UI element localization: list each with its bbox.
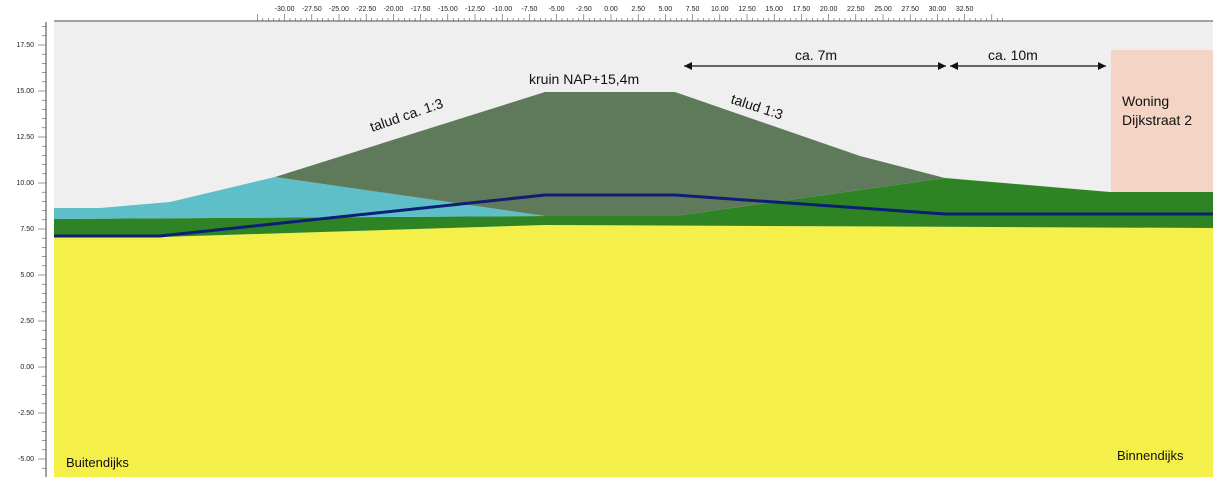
distance-arrow-10m: [950, 62, 1106, 70]
y-tick-label: 17.50: [16, 42, 34, 49]
x-tick-label: 15.00: [765, 6, 783, 13]
x-tick-label: 32.50: [956, 6, 974, 13]
x-tick-label: 12.50: [738, 6, 756, 13]
x-tick-label: -7.50: [521, 6, 537, 13]
x-tick-label: 10.00: [711, 6, 729, 13]
x-tick-label: 0.00: [604, 6, 618, 13]
y-tick-label: 10.00: [16, 180, 34, 187]
x-tick-label: 20.00: [820, 6, 838, 13]
x-tick-label: -25.00: [329, 6, 349, 13]
x-axis-ruler: -30.00 -27.50 -25.00 -22.50 -20.00 -17.50 -15.…: [54, 6, 1213, 22]
phreatic-line: [54, 193, 1213, 238]
x-tick-label: -20.00: [383, 6, 403, 13]
y-tick-label: 0.00: [20, 364, 34, 371]
y-tick-label: -5.00: [18, 456, 34, 463]
y-tick-label: 7.50: [20, 226, 34, 233]
y-tick-label: 12.50: [16, 134, 34, 141]
x-tick-label: -22.50: [356, 6, 376, 13]
y-axis-ruler: 17.50 15.00 12.50 10.00 7.50 5.00 2.50 0.00 -2.5…: [16, 22, 47, 477]
y-tick-label: 5.00: [20, 272, 34, 279]
house-woning: [1111, 50, 1213, 192]
house-label-line1: Woning: [1122, 93, 1169, 109]
x-tick-label: -15.00: [438, 6, 458, 13]
clay-layer: [54, 178, 1213, 237]
x-tick-label: 5.00: [659, 6, 673, 13]
inside-dike-label: Binnendijks: [1117, 448, 1184, 463]
x-tick-label: 27.50: [901, 6, 919, 13]
x-tick-label: 7.50: [686, 6, 700, 13]
distance-label-7m: ca. 7m: [795, 47, 837, 63]
x-tick-label: 17.50: [793, 6, 811, 13]
x-tick-label: 30.00: [929, 6, 947, 13]
x-tick-label: -30.00: [275, 6, 295, 13]
house-label-line2: Dijkstraat 2: [1122, 112, 1192, 128]
distance-arrow-7m: [684, 62, 946, 70]
x-tick-label: -5.00: [549, 6, 565, 13]
outside-dike-label: Buitendijks: [66, 455, 129, 470]
y-tick-label: 15.00: [16, 88, 34, 95]
x-tick-label: -17.50: [411, 6, 431, 13]
x-tick-label: 2.50: [631, 6, 645, 13]
sand-layer: [54, 225, 1213, 477]
x-tick-label: 25.00: [874, 6, 892, 13]
distance-label-10m: ca. 10m: [988, 47, 1038, 63]
x-tick-label: -27.50: [302, 6, 322, 13]
x-tick-label: -2.50: [576, 6, 592, 13]
y-tick-label: 2.50: [20, 318, 34, 325]
x-tick-label: 22.50: [847, 6, 865, 13]
crest-label: kruin NAP+15,4m: [529, 71, 639, 87]
new-dike-body: [275, 92, 945, 216]
x-tick-label: -12.50: [465, 6, 485, 13]
y-tick-label: -2.50: [18, 410, 34, 417]
x-tick-label: -10.00: [492, 6, 512, 13]
